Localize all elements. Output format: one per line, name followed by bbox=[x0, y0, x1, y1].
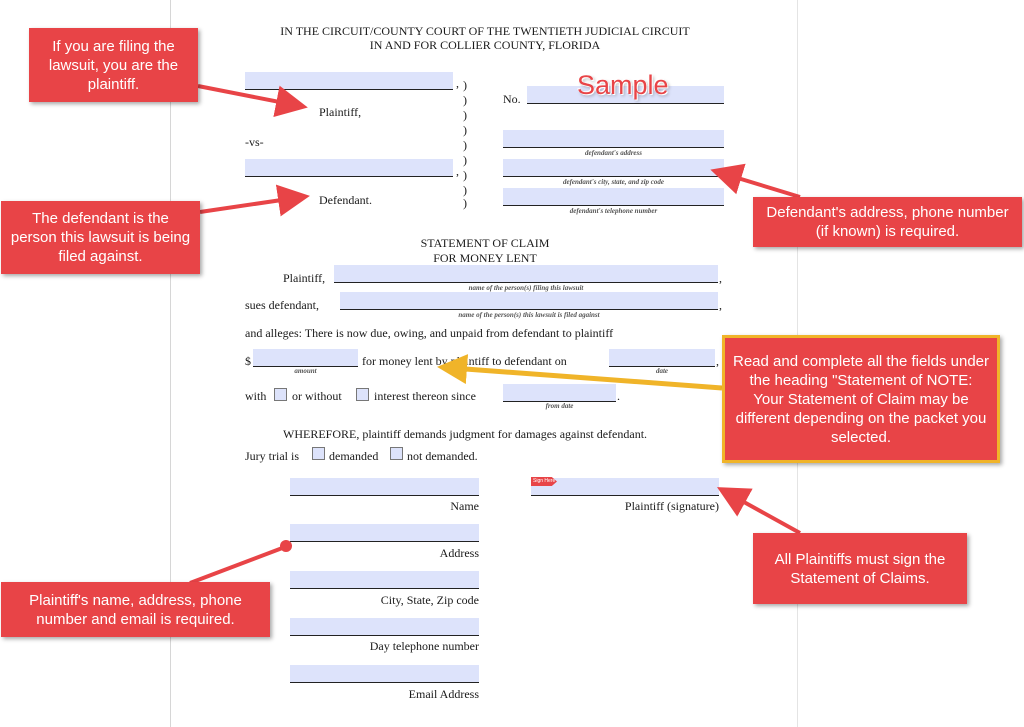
claim-plaintiff-label: Plaintiff, bbox=[283, 271, 326, 285]
city-state-zip-label: City, State, Zip code bbox=[380, 593, 479, 607]
comma-1: , bbox=[456, 76, 459, 90]
defendant-arrow bbox=[199, 184, 310, 217]
without-interest-checkbox[interactable] bbox=[356, 388, 369, 401]
signer-city-field[interactable] bbox=[290, 571, 479, 589]
sign-arrow bbox=[716, 487, 801, 535]
interest-date-field[interactable] bbox=[503, 384, 616, 402]
defendant-address-field[interactable] bbox=[503, 130, 724, 148]
court-header-line1: IN THE CIRCUIT/COUNTY COURT OF THE TWENT… bbox=[280, 24, 690, 38]
name-label: Name bbox=[450, 499, 479, 513]
claim-title-line2: FOR MONEY LENT bbox=[433, 251, 537, 265]
paren: ) bbox=[463, 168, 467, 182]
sample-watermark: Sample bbox=[577, 70, 669, 100]
jury-trial-label: Jury trial is bbox=[245, 449, 299, 463]
sign-here-tag[interactable]: Sign Here bbox=[531, 477, 557, 486]
signer-phone-field[interactable] bbox=[290, 618, 479, 636]
paren: ) bbox=[463, 108, 467, 122]
paren: ) bbox=[463, 196, 467, 210]
vs-label: -vs- bbox=[245, 135, 264, 149]
loan-date-caption: date bbox=[655, 367, 669, 375]
alleges-text: and alleges: There is now due, owing, an… bbox=[245, 326, 614, 340]
sues-defendant-label: sues defendant, bbox=[245, 298, 319, 312]
comma-3: , bbox=[719, 271, 722, 285]
left-margin-line bbox=[170, 0, 171, 727]
plaintiff-arrow bbox=[197, 84, 308, 118]
demanded-label: demanded bbox=[329, 449, 379, 463]
defendant-callout: The defendant is the person this lawsuit… bbox=[1, 201, 200, 274]
paren: ) bbox=[463, 183, 467, 197]
with-interest-checkbox[interactable] bbox=[274, 388, 287, 401]
defendant-city-caption: defendant's city, state, and zip code bbox=[562, 178, 665, 186]
contact-callout: Plaintiff's name, address, phone number … bbox=[1, 582, 270, 637]
address-label: Address bbox=[439, 546, 479, 560]
defendant-city-field[interactable] bbox=[503, 159, 724, 177]
loan-date-field[interactable] bbox=[609, 349, 715, 367]
amount-caption: amount bbox=[294, 367, 317, 375]
dollar-sign: $ bbox=[245, 354, 251, 368]
not-demanded-label: not demanded. bbox=[407, 449, 478, 463]
paren: ) bbox=[463, 123, 467, 137]
def-address-arrow bbox=[710, 163, 801, 199]
claim-title-line1: STATEMENT OF CLAIM bbox=[420, 236, 550, 250]
signer-email-field[interactable] bbox=[290, 665, 479, 683]
case-no-label: No. bbox=[503, 92, 521, 106]
defendant-address-caption: defendant's address bbox=[585, 149, 642, 157]
from-date-caption: from date bbox=[545, 402, 574, 410]
or-without-label: or without bbox=[292, 389, 342, 403]
sign-callout: All Plaintiffs must sign the Statement o… bbox=[753, 533, 967, 604]
signer-name-field[interactable] bbox=[290, 478, 479, 496]
paren: ) bbox=[463, 78, 467, 92]
claim-plaintiff-field[interactable] bbox=[334, 265, 718, 283]
caption-defendant-label: Defendant. bbox=[319, 193, 372, 207]
defendant-name-field[interactable] bbox=[245, 159, 453, 177]
email-label: Email Address bbox=[408, 687, 479, 701]
paren: ) bbox=[463, 153, 467, 167]
defendant-phone-caption: defendant's telephone number bbox=[569, 207, 658, 215]
caption-plaintiff-label: Plaintiff, bbox=[319, 105, 362, 119]
claim-defendant-field[interactable] bbox=[340, 292, 718, 310]
plaintiff-callout: If you are filing the lawsuit, you are t… bbox=[29, 28, 198, 102]
interest-since-label: interest thereon since bbox=[374, 389, 476, 403]
comma-5: , bbox=[716, 354, 719, 368]
signer-address-field[interactable] bbox=[290, 524, 479, 542]
plaintiff-name-field[interactable] bbox=[245, 72, 453, 90]
contact-arrow bbox=[189, 545, 286, 585]
defendant-phone-field[interactable] bbox=[503, 188, 724, 206]
plaintiff-signature-label: Plaintiff (signature) bbox=[624, 499, 719, 513]
comma-2: , bbox=[456, 164, 459, 178]
period: . bbox=[617, 389, 620, 403]
case-number-field[interactable] bbox=[527, 86, 724, 104]
paren: ) bbox=[463, 138, 467, 152]
jury-demanded-checkbox[interactable] bbox=[312, 447, 325, 460]
paren: ) bbox=[463, 93, 467, 107]
wherefore-text: WHEREFORE, plaintiff demands judgment fo… bbox=[283, 427, 648, 441]
defendant-address-callout: Defendant's address, phone number (if kn… bbox=[753, 197, 1022, 247]
claim-defendant-caption: name of the person(s) this lawsuit is fi… bbox=[458, 311, 600, 319]
jury-not-demanded-checkbox[interactable] bbox=[390, 447, 403, 460]
complete-fields-arrow bbox=[437, 354, 723, 391]
comma-4: , bbox=[719, 298, 722, 312]
complete-fields-callout: Read and complete all the fields under t… bbox=[722, 335, 1000, 463]
with-label: with bbox=[245, 389, 267, 403]
amount-field[interactable] bbox=[253, 349, 358, 367]
plaintiff-signature-field[interactable] bbox=[531, 478, 719, 496]
contact-arrow-dot bbox=[280, 540, 292, 552]
claim-plaintiff-caption: name of the person(s) filing this lawsui… bbox=[468, 284, 584, 292]
court-header-line2: IN AND FOR COLLIER COUNTY, FLORIDA bbox=[369, 38, 601, 52]
day-phone-label: Day telephone number bbox=[369, 639, 479, 653]
